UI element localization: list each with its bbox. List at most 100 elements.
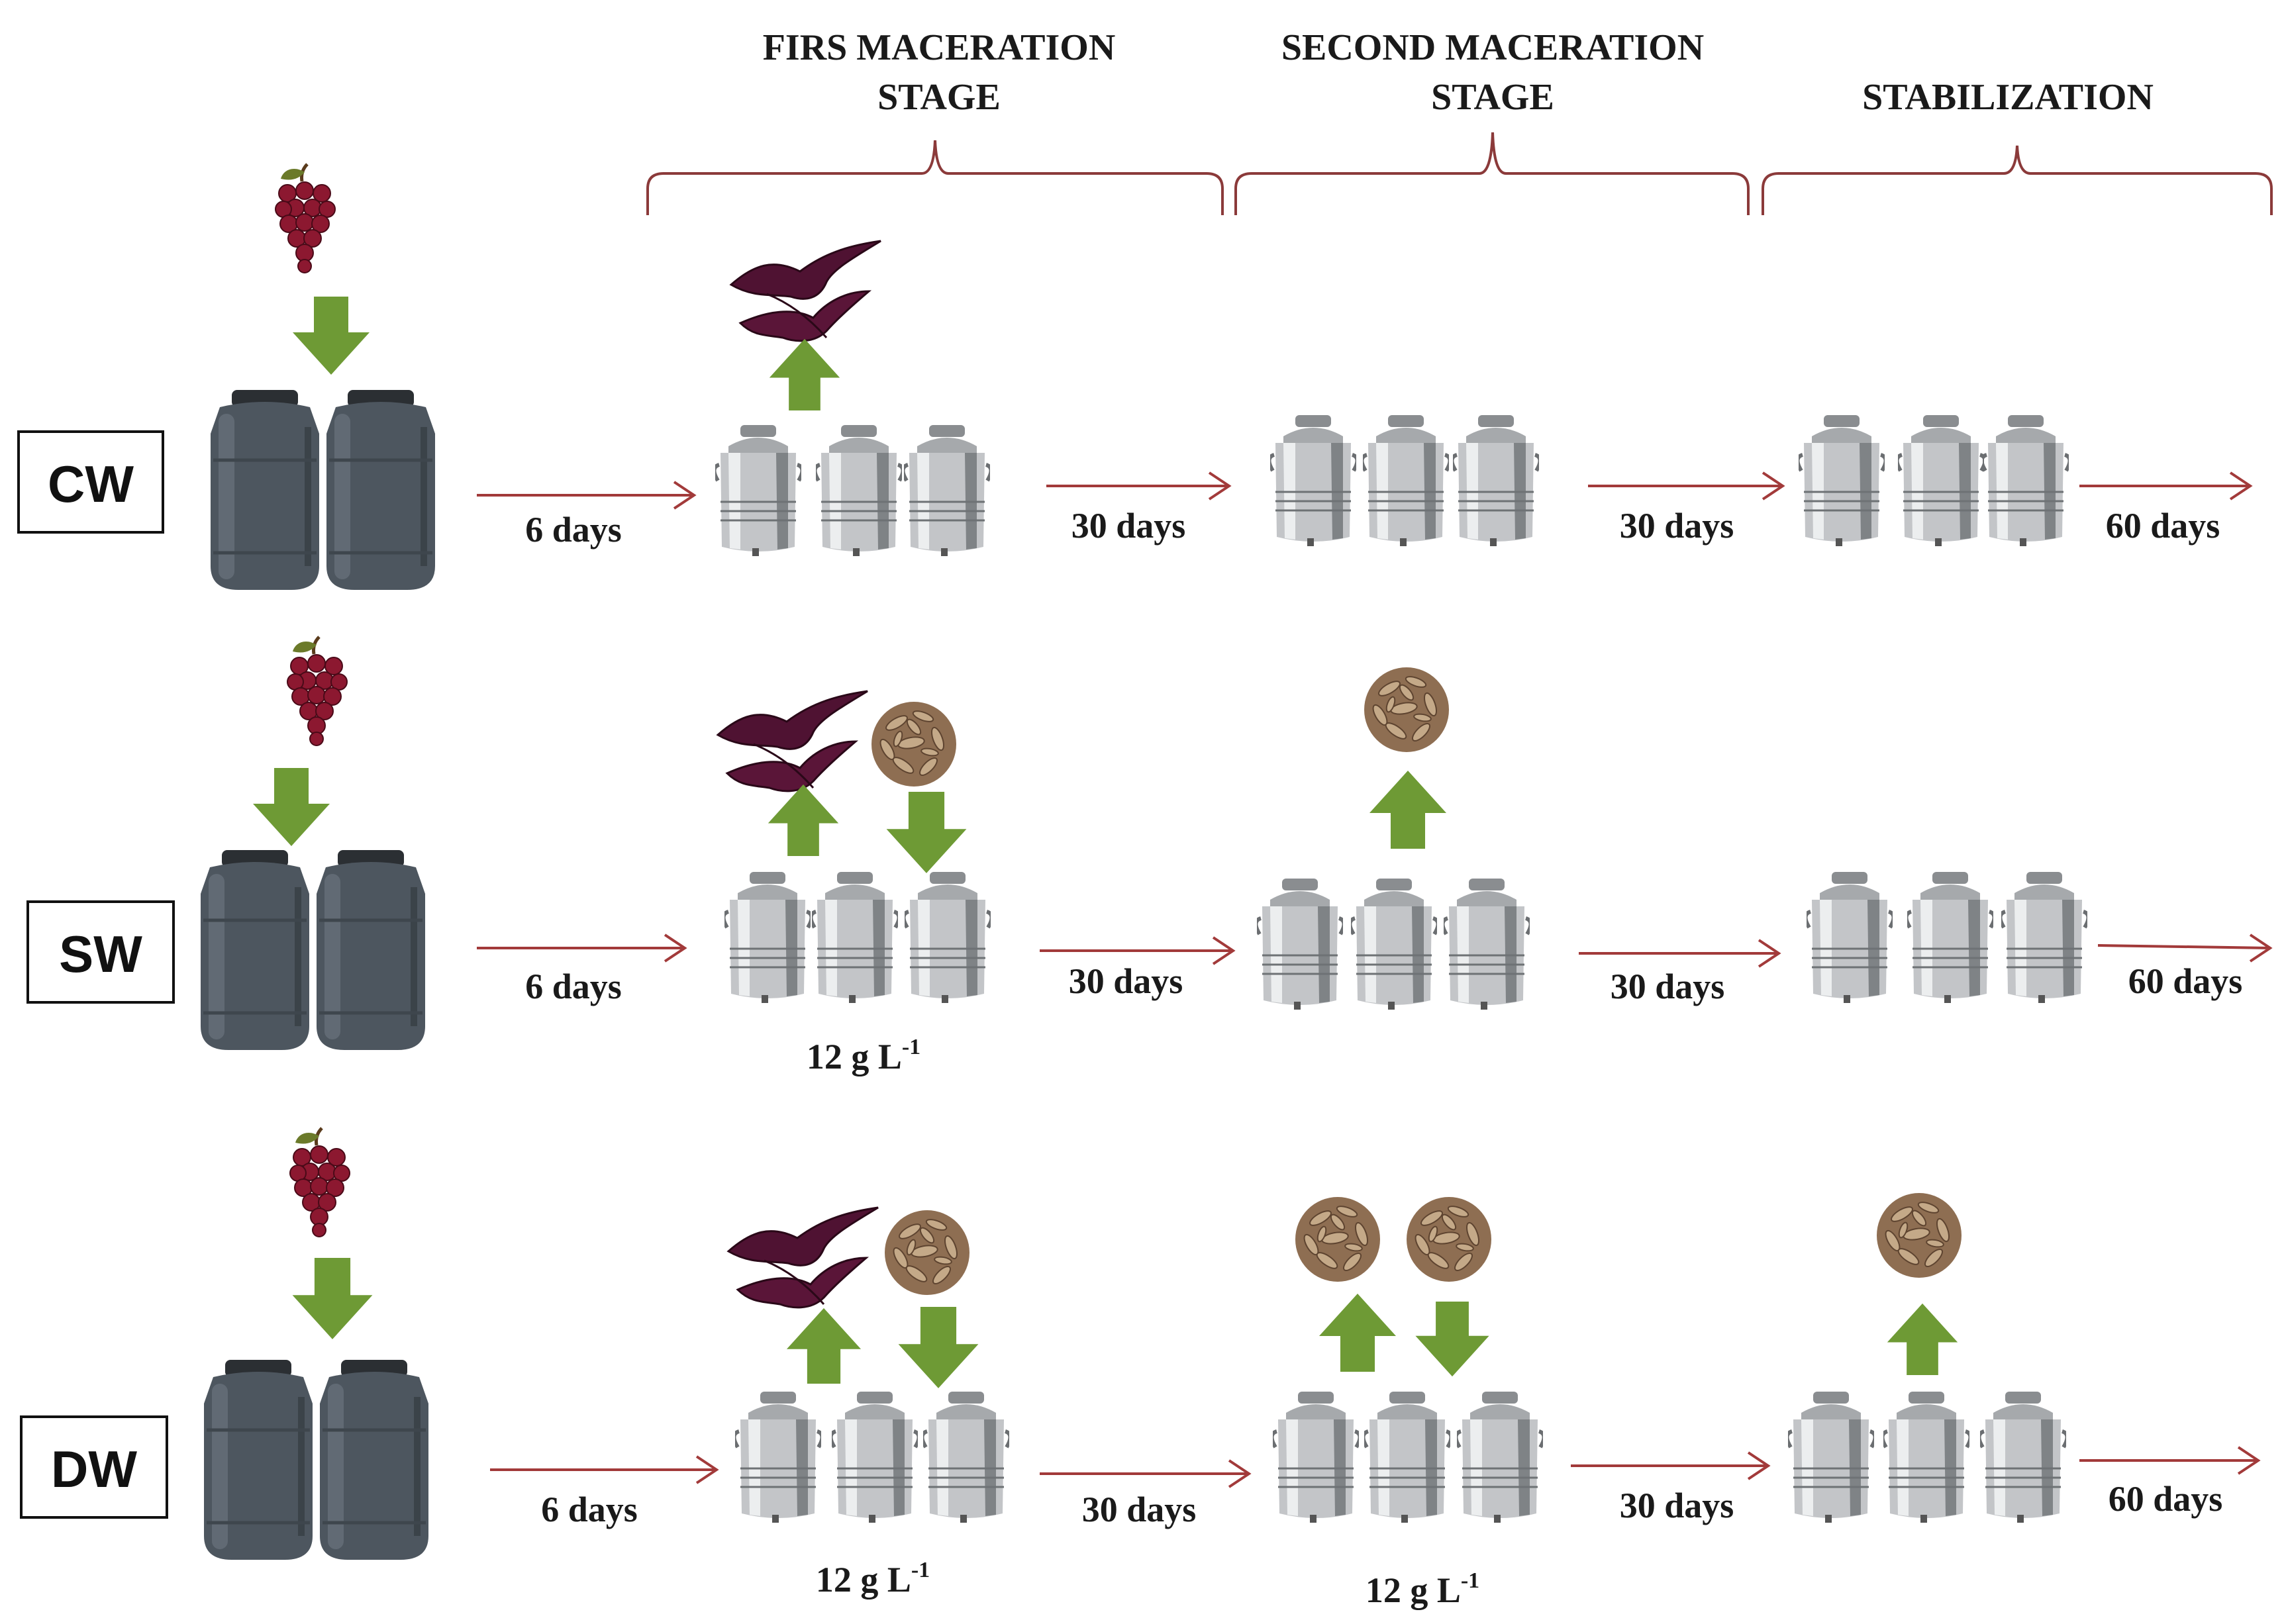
green-arrow-icon — [786, 1308, 862, 1384]
steel-tank-icon — [1882, 1392, 1970, 1523]
steel-tank-icon — [1456, 1392, 1544, 1523]
stage-title-line1: STABILIZATION — [1862, 77, 2154, 118]
time-arrow — [1040, 936, 1236, 965]
days-label: 30 days — [1071, 506, 1186, 546]
barrel-icon — [201, 850, 309, 1050]
days-label: 6 days — [541, 1490, 638, 1529]
stage-header-second: SECOND MACERATION STAGE — [1281, 27, 1704, 118]
green-arrow-icon — [253, 768, 330, 846]
dose-label: 12 g L-1 — [807, 1035, 920, 1076]
green-arrow-icon — [293, 297, 370, 375]
wood-chips-icon — [884, 1210, 970, 1296]
green-arrow-icon — [292, 1258, 373, 1339]
green-arrow-icon — [768, 784, 839, 856]
steel-tank-icon — [1797, 415, 1885, 546]
wood-chips-icon — [1406, 1196, 1492, 1282]
time-arrow — [477, 933, 687, 963]
steel-tank-icon — [1363, 1392, 1451, 1523]
dose-label: 12 g L-1 — [1366, 1568, 1479, 1610]
steel-tank-icon — [811, 872, 899, 1003]
steel-tank-icon — [734, 1392, 822, 1523]
steel-tank-icon — [1269, 415, 1357, 546]
days-label: 30 days — [1620, 506, 1734, 546]
steel-tank-icon — [1452, 415, 1540, 546]
days-label: 6 days — [525, 967, 622, 1006]
green-arrow-icon — [898, 1307, 979, 1388]
row-label: CW — [48, 455, 134, 513]
time-arrow — [1040, 1459, 1252, 1488]
wood-chips-icon — [871, 701, 957, 787]
days-label: 60 days — [2109, 1479, 2223, 1519]
steel-tank-icon — [1271, 1392, 1360, 1523]
row-label-box — [20, 1415, 168, 1519]
steel-tank-icon — [2000, 872, 2088, 1003]
steel-tank-icon — [903, 425, 991, 556]
stage-bracket-second — [1234, 132, 1750, 215]
row-label-box — [17, 430, 164, 534]
days-label: 30 days — [1082, 1490, 1197, 1529]
stage-bracket-stabilization — [1762, 145, 2273, 215]
grape-icon — [290, 1128, 350, 1237]
row-label-box — [26, 900, 175, 1004]
days-label: 60 days — [2128, 961, 2243, 1001]
steel-tank-icon — [1906, 872, 1994, 1003]
green-arrow-icon — [769, 338, 840, 410]
time-arrow — [1571, 1451, 1771, 1480]
row-label: SW — [59, 925, 142, 983]
dose-label: 12 g L-1 — [816, 1558, 930, 1600]
pomace-icon — [730, 240, 882, 342]
green-arrow-icon — [1887, 1303, 1958, 1375]
steel-tank-icon — [1787, 1392, 1875, 1523]
time-arrow — [2079, 1446, 2261, 1475]
wood-chips-icon — [1295, 1196, 1381, 1282]
time-arrow — [1588, 471, 1785, 501]
days-label: 30 days — [1069, 961, 1183, 1001]
row-cw: CW 6 days 30 days 30 days 60 days — [17, 164, 2253, 590]
steel-tank-icon — [922, 1392, 1010, 1523]
grape-icon — [287, 637, 347, 745]
barrel-icon — [320, 1360, 428, 1560]
barrel-icon — [317, 850, 425, 1050]
stage-title-line2: STAGE — [1431, 77, 1554, 118]
wood-chips-icon — [1364, 667, 1450, 753]
days-label: 30 days — [1611, 967, 1725, 1006]
stage-header-stabilization: STABILIZATION — [1862, 77, 2154, 118]
barrel-icon — [204, 1360, 313, 1560]
stage-title-line2: STAGE — [877, 77, 1001, 118]
time-arrow — [490, 1455, 719, 1484]
stage-header-first: FIRS MACERATION STAGE — [763, 27, 1116, 118]
steel-tank-icon — [815, 425, 903, 556]
row-label: DW — [51, 1440, 137, 1498]
steel-tank-icon — [1897, 415, 1985, 546]
green-arrow-icon — [1369, 771, 1446, 849]
barrel-icon — [211, 390, 319, 590]
steel-tank-icon — [1442, 879, 1530, 1010]
steel-tank-icon — [723, 872, 811, 1003]
days-label: 6 days — [525, 510, 622, 549]
row-sw: SW 12 g L-1 6 days 30 days 30 days 60 da… — [26, 637, 2273, 1076]
grape-icon — [275, 164, 335, 273]
green-arrow-icon — [1319, 1294, 1396, 1372]
time-arrow — [477, 481, 697, 510]
steel-tank-icon — [1362, 415, 1450, 546]
stage-bracket-first — [646, 140, 1224, 215]
days-label: 30 days — [1620, 1486, 1734, 1525]
green-arrow-icon — [886, 792, 967, 873]
stage-title-line1: SECOND MACERATION — [1281, 27, 1704, 68]
time-arrow — [1579, 939, 1781, 968]
days-label: 60 days — [2106, 506, 2220, 546]
barrel-icon — [326, 390, 435, 590]
steel-tank-icon — [714, 425, 802, 556]
row-dw: DW 12 g L-1 12 g L-1 6 d — [20, 1128, 2261, 1610]
steel-tank-icon — [1805, 872, 1893, 1003]
steel-tank-icon — [830, 1392, 919, 1523]
steel-tank-icon — [903, 872, 991, 1003]
time-arrow — [2097, 933, 2273, 963]
pomace-icon — [727, 1206, 879, 1309]
green-arrow-icon — [1415, 1302, 1489, 1377]
wood-chips-icon — [1876, 1192, 1962, 1278]
steel-tank-icon — [1979, 1392, 2067, 1523]
time-arrow — [2079, 471, 2253, 501]
steel-tank-icon — [1981, 415, 2069, 546]
